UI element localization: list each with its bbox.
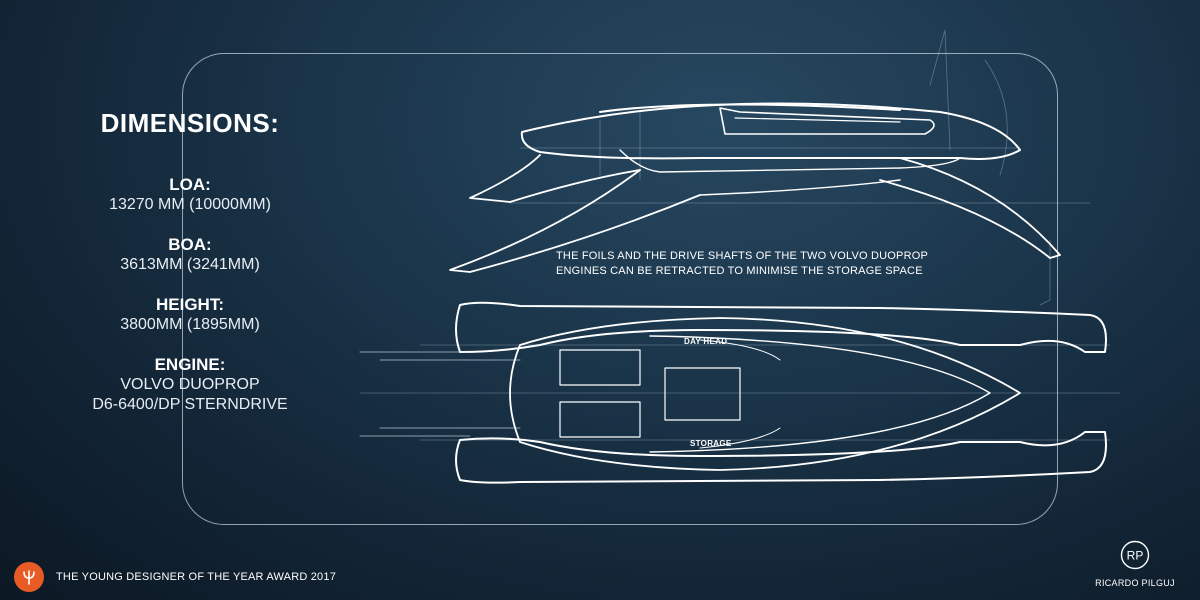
trident-icon	[14, 562, 44, 592]
rp-monogram-icon: RP	[1120, 540, 1150, 570]
spec-value: 3613MM (3241MM)	[120, 256, 260, 273]
callout-storage: STORAGE	[690, 439, 732, 448]
rounded-frame	[182, 53, 1058, 525]
spec-value: 3800MM (1895MM)	[120, 316, 260, 333]
side-view	[449, 102, 1061, 273]
boat-blueprint	[359, 29, 1121, 484]
spec-label: ENGINE:	[154, 355, 226, 374]
spec-value: VOLVO DUOPROP	[120, 376, 260, 393]
spec-label: LOA:	[169, 175, 211, 194]
callout-day-head: DAY HEAD	[684, 337, 728, 346]
dimensions-panel: DIMENSIONS: LOA: 13270 MM (10000MM) BOA:…	[60, 108, 320, 435]
note-line: THE FOILS AND THE DRIVE SHAFTS OF THE TW…	[556, 250, 929, 262]
spec-label: BOA:	[168, 235, 212, 254]
spec-loa: LOA: 13270 MM (10000MM)	[60, 175, 320, 215]
retraction-note: THE FOILS AND THE DRIVE SHAFTS OF THE TW…	[556, 249, 1036, 279]
svg-text:RP: RP	[1127, 549, 1144, 563]
spec-label: HEIGHT:	[156, 295, 224, 314]
dimensions-title: DIMENSIONS:	[100, 108, 280, 138]
plan-view	[359, 301, 1107, 484]
spec-engine: ENGINE: VOLVO DUOPROP D6-6400/DP STERNDR…	[60, 355, 320, 415]
spec-boa: BOA: 3613MM (3241MM)	[60, 235, 320, 275]
note-line: ENGINES CAN BE RETRACTED TO MINIMISE THE…	[556, 265, 923, 277]
award-badge: THE YOUNG DESIGNER OF THE YEAR AWARD 201…	[14, 562, 336, 592]
spec-value: D6-6400/DP STERNDRIVE	[92, 396, 288, 413]
designer-signature: RP RICARDO PILGUJ	[1080, 540, 1190, 588]
spec-height: HEIGHT: 3800MM (1895MM)	[60, 295, 320, 335]
spec-value: 13270 MM (10000MM)	[109, 196, 271, 213]
designer-name: RICARDO PILGUJ	[1095, 578, 1175, 588]
award-text: THE YOUNG DESIGNER OF THE YEAR AWARD 201…	[56, 571, 337, 583]
